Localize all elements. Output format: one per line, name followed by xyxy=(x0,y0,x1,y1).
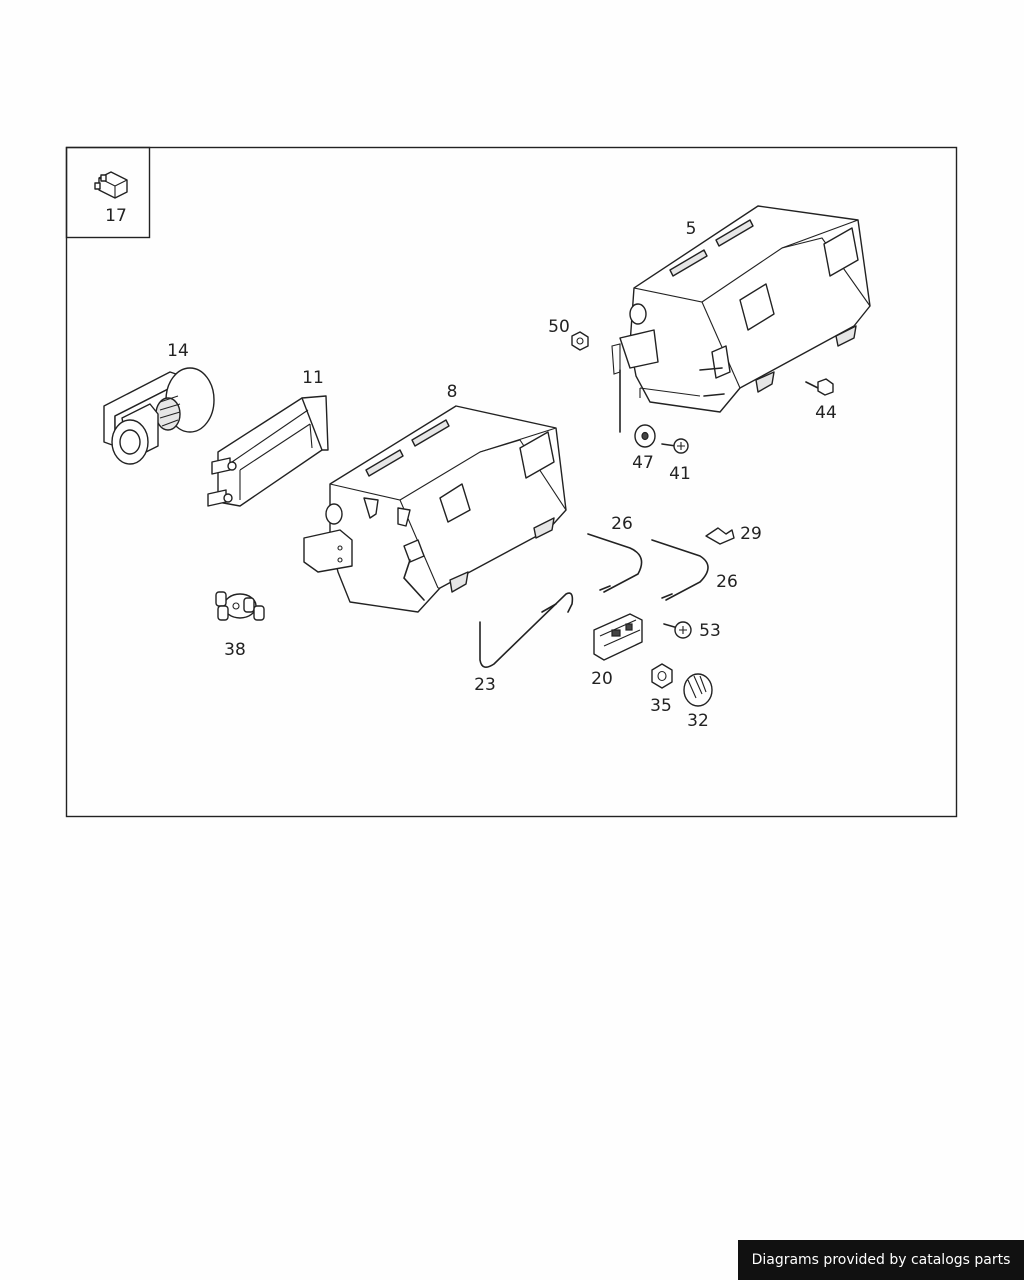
label-29: 29 xyxy=(740,524,762,544)
label-44: 44 xyxy=(815,403,837,423)
label-53: 53 xyxy=(699,621,721,641)
label-50: 50 xyxy=(548,317,570,337)
label-41: 41 xyxy=(669,464,691,484)
label-23: 23 xyxy=(474,675,496,695)
label-32: 32 xyxy=(687,711,709,731)
part-23-cable[interactable] xyxy=(479,592,574,668)
label-17: 17 xyxy=(105,206,127,226)
label-47: 47 xyxy=(632,453,654,473)
part-14-blower-motor[interactable] xyxy=(103,367,215,465)
part-41-screw[interactable] xyxy=(661,438,689,454)
part-44-bolt[interactable] xyxy=(805,378,834,396)
part-47-washer[interactable] xyxy=(634,424,656,448)
part-8-housing[interactable] xyxy=(303,405,567,613)
label-5: 5 xyxy=(686,219,697,239)
label-8: 8 xyxy=(447,382,458,402)
part-53-screw[interactable] xyxy=(663,621,692,639)
label-26a: 26 xyxy=(611,514,633,534)
part-50-nut[interactable] xyxy=(571,331,589,351)
label-26b: 26 xyxy=(716,572,738,592)
label-11: 11 xyxy=(302,368,324,388)
part-26b-cable[interactable] xyxy=(651,539,709,601)
credit-banner: Diagrams provided by catalogs parts xyxy=(738,1240,1024,1280)
part-20-control-unit[interactable] xyxy=(593,613,643,661)
part-32-knob[interactable] xyxy=(683,673,713,707)
part-26a-cable[interactable] xyxy=(587,533,643,593)
part-38-connector[interactable] xyxy=(215,591,265,621)
part-5-housing[interactable] xyxy=(611,205,871,433)
label-14: 14 xyxy=(167,341,189,361)
diagram-frame xyxy=(65,146,958,818)
label-20: 20 xyxy=(591,669,613,689)
part-17-relay[interactable] xyxy=(94,171,128,199)
inset-box xyxy=(65,146,151,239)
label-38: 38 xyxy=(224,640,246,660)
part-11-duct[interactable] xyxy=(207,395,329,507)
part-29-clip[interactable] xyxy=(705,527,735,545)
part-35-nut[interactable] xyxy=(651,663,673,689)
label-35: 35 xyxy=(650,696,672,716)
